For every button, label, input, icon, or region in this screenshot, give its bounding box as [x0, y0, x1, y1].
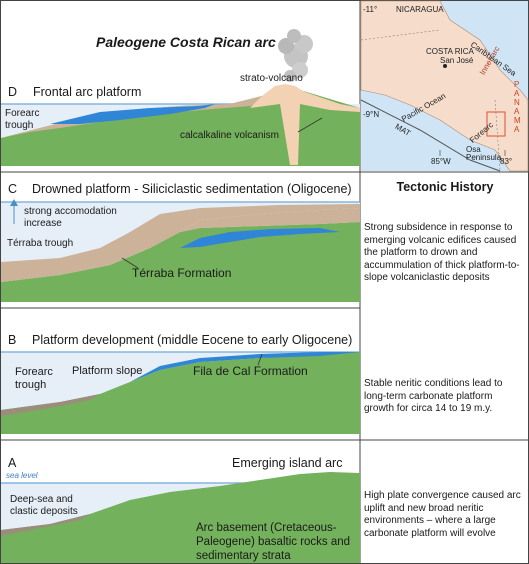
- san-jose-dot: [443, 64, 447, 68]
- lon-83-label: 83°: [500, 157, 513, 166]
- accommodation-label: strong accomodation increase: [24, 206, 117, 229]
- history-b: Stable neritic conditions lead to long-t…: [364, 378, 503, 414]
- sea-level-label: sea level: [6, 471, 38, 480]
- panel-d-letter: D: [8, 85, 18, 99]
- lat-9-label: -9°N: [363, 110, 380, 119]
- costa-rica-label: COSTA RICA: [426, 47, 474, 56]
- arc-basement-b: [1, 352, 360, 434]
- san-jose-label: San José: [440, 56, 474, 65]
- siliciclastic-c: [1, 208, 360, 282]
- terraba-pointer: [121, 257, 139, 269]
- history-c: Strong subsidence in response to emergin…: [364, 222, 520, 283]
- osa-label: Osa Peninsula: [466, 145, 502, 162]
- arc-basement-d: [1, 88, 360, 166]
- arc-basement-a: [1, 472, 360, 563]
- deep-sea-deposits: [1, 514, 90, 536]
- volcanic-edifice: [250, 84, 360, 165]
- panel-d: [1, 29, 360, 166]
- volcanism-pointer: [297, 117, 323, 133]
- forearc-trough-d: Forearc trough: [5, 108, 40, 131]
- strato-volcano-label: strato-volcano: [240, 73, 303, 84]
- panel-b-letter: B: [8, 333, 17, 347]
- fila-de-cal-pointer: [257, 353, 263, 366]
- arc-basement-c: [1, 222, 360, 302]
- drowned-platform: [180, 228, 340, 248]
- terraba-formation: [1, 204, 360, 282]
- nicaragua-border: [360, 29, 441, 41]
- platform-slope-label: Platform slope: [72, 365, 143, 377]
- terraba-formation-label: Térraba Formation: [132, 266, 232, 280]
- panel-c-title: Drowned platform - Siliciclastic sedimen…: [32, 182, 352, 196]
- study-area-box: [486, 111, 506, 137]
- panama-label: PANAMA: [514, 80, 521, 134]
- panel-d-title: Frontal arc platform: [33, 85, 142, 99]
- arc-basement-label: Arc basement (Cretaceous-Paleogene) basa…: [196, 522, 351, 562]
- lat-11-label: -11°: [363, 5, 378, 14]
- calcalkaline-label: calcalkaline volcanism: [180, 130, 279, 141]
- panel-a-title: Emerging island arc: [232, 456, 343, 470]
- terraba-trough-label: Térraba trough: [7, 238, 74, 249]
- fila-de-cal-label: Fila de Cal Formation: [193, 364, 308, 378]
- platform-carbonate: [130, 352, 360, 382]
- panel-a-letter: A: [8, 456, 17, 470]
- lon-85-label: 85°W: [431, 157, 451, 166]
- mat-trench: [360, 99, 501, 172]
- forearc-trough-b: Forearc trough: [15, 366, 53, 391]
- ash-cloud: [278, 29, 313, 82]
- frontal-platform: [50, 104, 215, 124]
- panel-a: [1, 472, 360, 563]
- deep-sea-label: Deep-sea and clastic deposits: [10, 494, 78, 517]
- panel-c-letter: C: [8, 182, 18, 196]
- accommodation-arrow-head: [10, 199, 18, 206]
- history-heading: Tectonic History: [396, 180, 494, 194]
- location-map: [360, 0, 529, 172]
- trough-deposits-b: [1, 394, 100, 416]
- panel-b-title: Platform development (middle Eocene to e…: [32, 333, 353, 347]
- nicaragua-label: NICARAGUA: [396, 5, 444, 14]
- map-land: [360, 0, 529, 172]
- main-title: Paleogene Costa Rican arc: [96, 34, 276, 50]
- history-a: High plate convergence caused arc uplift…: [364, 490, 521, 539]
- panel-c: [1, 199, 360, 302]
- panel-b: [1, 351, 360, 434]
